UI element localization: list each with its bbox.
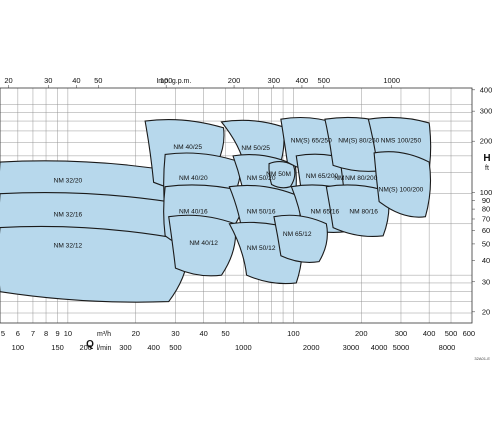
tick-label-lmin: 150 [51,343,64,352]
axis-unit-ft: ft [485,165,489,172]
tick-label-lmin: 8000 [439,343,456,352]
tick-label-ft: 400 [480,85,493,94]
curve-label: NM(S) 80/250 [338,137,379,144]
pump-region [168,214,237,277]
tick-label-m3h: 100 [287,329,300,338]
curve-label: NM 65/16 [311,208,340,215]
tick-label-m3h: 500 [445,329,458,338]
axis-unit-igpm: Imp. g.p.m. [156,78,191,85]
tick-label-lmin: 300 [119,343,132,352]
curve-label: NM 50M [266,171,291,178]
tick-label-lmin: 2000 [303,343,320,352]
tick-label-ft: 20 [482,307,490,316]
tick-label-m3h: 50 [221,329,229,338]
chart-axes: 20 30 40 50 100 200 300 400 500 1000 Imp. g.p.m. 5 6… [1,76,492,361]
tick-label-igpm: 300 [267,76,280,85]
curve-label: NM 50/20 [247,175,276,182]
tick-label-igpm: 40 [72,76,80,85]
tick-label-m3h: 8 [44,329,48,338]
tick-label-lmin: 3000 [343,343,360,352]
tick-label-ft: 80 [482,205,490,214]
tick-label-igpm: 100 [160,76,173,85]
tick-label-lmin: 4000 [371,343,388,352]
tick-label-igpm: 1000 [383,76,400,85]
y-axis-title: H [483,153,490,164]
tick-label-igpm: 200 [228,76,241,85]
tick-label-m3h: 30 [171,329,179,338]
pump-region [325,184,390,237]
tick-label-lmin: 1000 [235,343,252,352]
plot-frame [0,87,473,324]
tick-label-igpm: 500 [318,76,331,85]
drawing-code: 32A01-E [474,356,490,361]
tick-label-m3h: 5 [1,329,5,338]
tick-label-lmin: 500 [169,343,182,352]
tick-label-igpm: 20 [4,76,12,85]
pump-region [0,225,189,303]
tick-label-lmin: 100 [12,343,25,352]
tick-label-igpm: 50 [94,76,102,85]
x-axis-title: Q [86,339,94,350]
pump-region [373,151,432,218]
tick-label-igpm: 400 [296,76,309,85]
curve-label: NM 50/25 [241,145,270,152]
tick-label-m3h: 200 [355,329,368,338]
tick-label-ft: 60 [482,226,490,235]
tick-label-ft: 200 [480,137,493,146]
tick-label-ft: 70 [482,214,490,223]
curve-labels: NM 32/20 NM 32/16 NM 32/12 NM 40/25 NM 40/20… [54,137,424,252]
tick-label-ft: 100 [480,188,493,197]
curve-label: NM 32/16 [54,212,83,219]
curve-label: NM 50/16 [247,208,276,215]
tick-label-ft: 90 [482,196,490,205]
tick-label-ft: 30 [482,277,490,286]
curve-label: NM 80/200 [345,175,378,182]
tick-label-ft: 40 [482,256,490,265]
curve-label: NM(S) 65/250 [291,137,332,144]
curve-label: NM [334,175,344,182]
axis-unit-lmin: l/min [97,345,112,352]
tick-label-m3h: 9 [55,329,59,338]
tick-label-ft: 50 [482,239,490,248]
tick-label-m3h: 400 [423,329,436,338]
curve-label: NM 65/12 [283,231,312,238]
tick-label-lmin: 200 [79,343,92,352]
tick-label-m3h: 10 [64,329,72,338]
curve-label: NM 32/12 [54,243,83,250]
curve-label: NM 40/16 [179,208,208,215]
pump-region [273,214,328,263]
pump-region [268,161,296,189]
tick-label-m3h: 600 [463,329,476,338]
curve-label: NM(S) 100/200 [379,186,424,193]
tick-label-m3h: 20 [132,329,140,338]
curve-label: NM 80/16 [349,208,378,215]
tick-label-m3h: 7 [31,329,35,338]
tick-label-m3h: 300 [395,329,408,338]
curve-label: NM 40/20 [179,175,208,182]
tick-label-m3h: 40 [199,329,207,338]
tick-label-m3h: 6 [16,329,20,338]
curve-label: NM 65/200 [306,173,339,180]
tick-label-lmin: 400 [147,343,160,352]
tick-label-lmin: 5000 [393,343,410,352]
curve-label: NM 40/25 [173,144,202,151]
tick-label-ft: 300 [480,107,493,116]
curve-label: NM 32/20 [54,177,83,184]
pump-curves [0,116,432,303]
curve-label: NMS 100/250 [381,137,422,144]
curve-label: NM 50/12 [247,245,276,252]
curve-label: NM 40/12 [189,240,218,247]
axis-unit-m3h: m³/h [97,331,111,338]
tick-label-igpm: 30 [44,76,52,85]
